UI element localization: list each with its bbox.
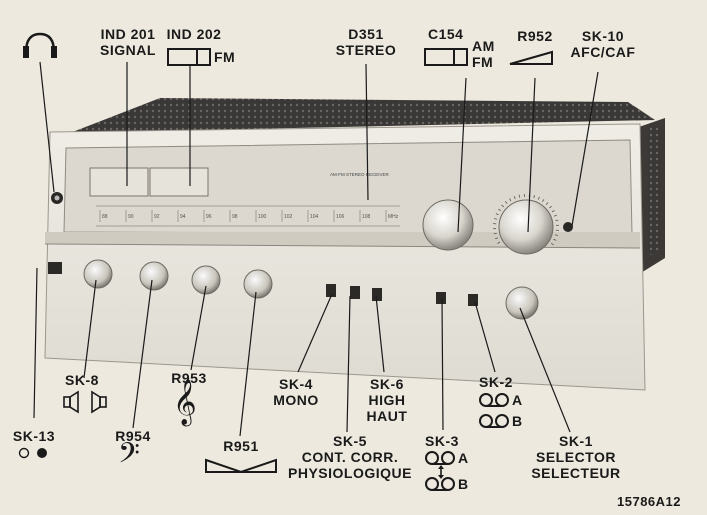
tape-b-switch[interactable] xyxy=(468,294,478,306)
treble-knob[interactable] xyxy=(139,261,169,291)
callout-sk3-b: B xyxy=(458,476,469,492)
volume-ticks xyxy=(493,194,559,246)
scale-label: 90 xyxy=(128,214,134,220)
volume-tick xyxy=(550,243,554,246)
scale-label: 94 xyxy=(180,214,186,220)
treble2-knob[interactable] xyxy=(191,265,221,295)
balance-knob[interactable] xyxy=(243,269,273,299)
volume-tick xyxy=(554,234,558,236)
tape-reels-icon xyxy=(425,477,455,491)
volume-ramp-icon xyxy=(509,50,553,65)
c154-indicator-icon xyxy=(424,48,468,66)
volume-tick xyxy=(537,196,540,200)
callout-sk13: SK-13 xyxy=(12,428,56,444)
cabinet-top xyxy=(70,98,655,133)
high-switch[interactable] xyxy=(372,288,382,301)
callout-sk3-code: SK-3 xyxy=(425,433,459,449)
power-on-off-icon xyxy=(18,447,47,459)
volume-tick xyxy=(504,201,508,204)
callout-c154-code: C154 xyxy=(428,26,464,42)
double-arrow-icon xyxy=(438,465,444,479)
fm-meter xyxy=(149,167,209,197)
volume-tick xyxy=(493,232,497,235)
figure-id: 15786A12 xyxy=(617,494,681,509)
leader-lines xyxy=(33,61,599,437)
volume-tick xyxy=(497,241,501,244)
tape-reels-icon xyxy=(425,451,455,465)
contour-switch[interactable] xyxy=(350,286,360,299)
power-switch[interactable] xyxy=(48,262,62,274)
fm-meter-icon xyxy=(167,48,211,66)
bass-clef-icon: 𝄢 xyxy=(118,437,140,477)
volume-tick xyxy=(551,210,555,213)
scale-label: MHz xyxy=(388,214,399,220)
volume-tick xyxy=(542,199,545,203)
bass-knob[interactable] xyxy=(83,259,113,289)
volume-tick xyxy=(509,198,512,202)
scale-label: 102 xyxy=(284,214,293,220)
volume-tick xyxy=(549,205,552,209)
treble-clef-icon: 𝄞 xyxy=(173,379,197,425)
tape-reels-icon xyxy=(479,393,509,407)
volume-tick xyxy=(495,237,499,240)
scale-label: 92 xyxy=(154,214,160,220)
speaker-icon xyxy=(63,390,107,414)
scale-label: 108 xyxy=(362,214,371,220)
volume-knob[interactable] xyxy=(498,199,554,255)
callout-sk2-b: B xyxy=(512,413,523,429)
volume-tick xyxy=(553,214,557,217)
tuning-knob[interactable] xyxy=(422,199,474,251)
volume-tick xyxy=(545,202,549,205)
dial-scale: 88 90 92 94 96 98 100 102 104 106 108 MHz xyxy=(99,210,399,222)
tape-a-switch[interactable] xyxy=(436,292,446,304)
callout-sk2-code: SK-2 xyxy=(479,374,513,390)
callout-sk2-a: A xyxy=(512,392,523,408)
selector-knob[interactable] xyxy=(505,286,539,320)
scale-label: 98 xyxy=(232,214,238,220)
volume-tick xyxy=(555,219,559,222)
headphones-icon xyxy=(23,32,57,58)
callout-r951: R951 xyxy=(223,438,259,454)
balance-wedge-icon xyxy=(205,458,277,474)
volume-tick xyxy=(533,195,535,199)
callout-sk3-a: A xyxy=(458,450,469,466)
scale-label: 96 xyxy=(206,214,212,220)
callout-r954: R954 xyxy=(115,428,151,444)
afc-button[interactable] xyxy=(563,222,573,232)
volume-tick xyxy=(495,213,499,216)
scale-label: 106 xyxy=(336,214,345,220)
panel-header: AM·FM STEREO RECEIVER xyxy=(330,172,390,177)
tape-reels-icon xyxy=(479,414,509,428)
volume-tick xyxy=(513,196,516,200)
volume-tick xyxy=(501,204,504,208)
volume-tick xyxy=(498,208,502,211)
scale-label: 100 xyxy=(258,214,267,220)
signal-meter xyxy=(89,167,149,197)
volume-tick xyxy=(553,238,557,241)
callout-sk8: SK-8 xyxy=(65,372,99,388)
mono-switch[interactable] xyxy=(326,284,336,297)
callout-ind202-name: FM xyxy=(214,49,236,65)
callout-r953: R953 xyxy=(171,370,207,386)
scale-label: 88 xyxy=(102,214,108,220)
callout-ind202-code: IND 202 xyxy=(166,26,222,42)
volume-tick xyxy=(518,194,521,198)
volume-tick xyxy=(494,218,498,220)
callout-r952: R952 xyxy=(517,28,553,44)
scale-label: 104 xyxy=(310,214,319,220)
